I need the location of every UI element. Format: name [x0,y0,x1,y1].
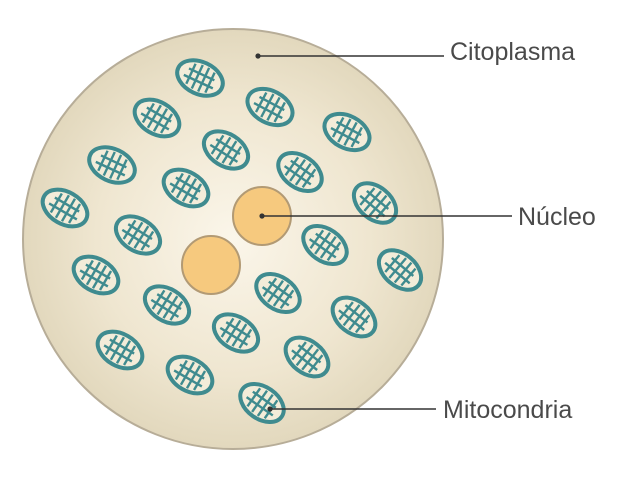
leader-dot-cytoplasm [255,53,261,59]
leader-lines [255,53,512,412]
leader-dot-nucleus [259,213,265,219]
label-cytoplasm: Citoplasma [450,38,576,66]
leader-dot-mitochondria [267,406,273,412]
label-nucleus: Núcleo [518,203,596,231]
cell-membrane [22,28,444,450]
label-mitochondria: Mitocondria [443,396,573,424]
nucleus-icon [181,235,241,295]
